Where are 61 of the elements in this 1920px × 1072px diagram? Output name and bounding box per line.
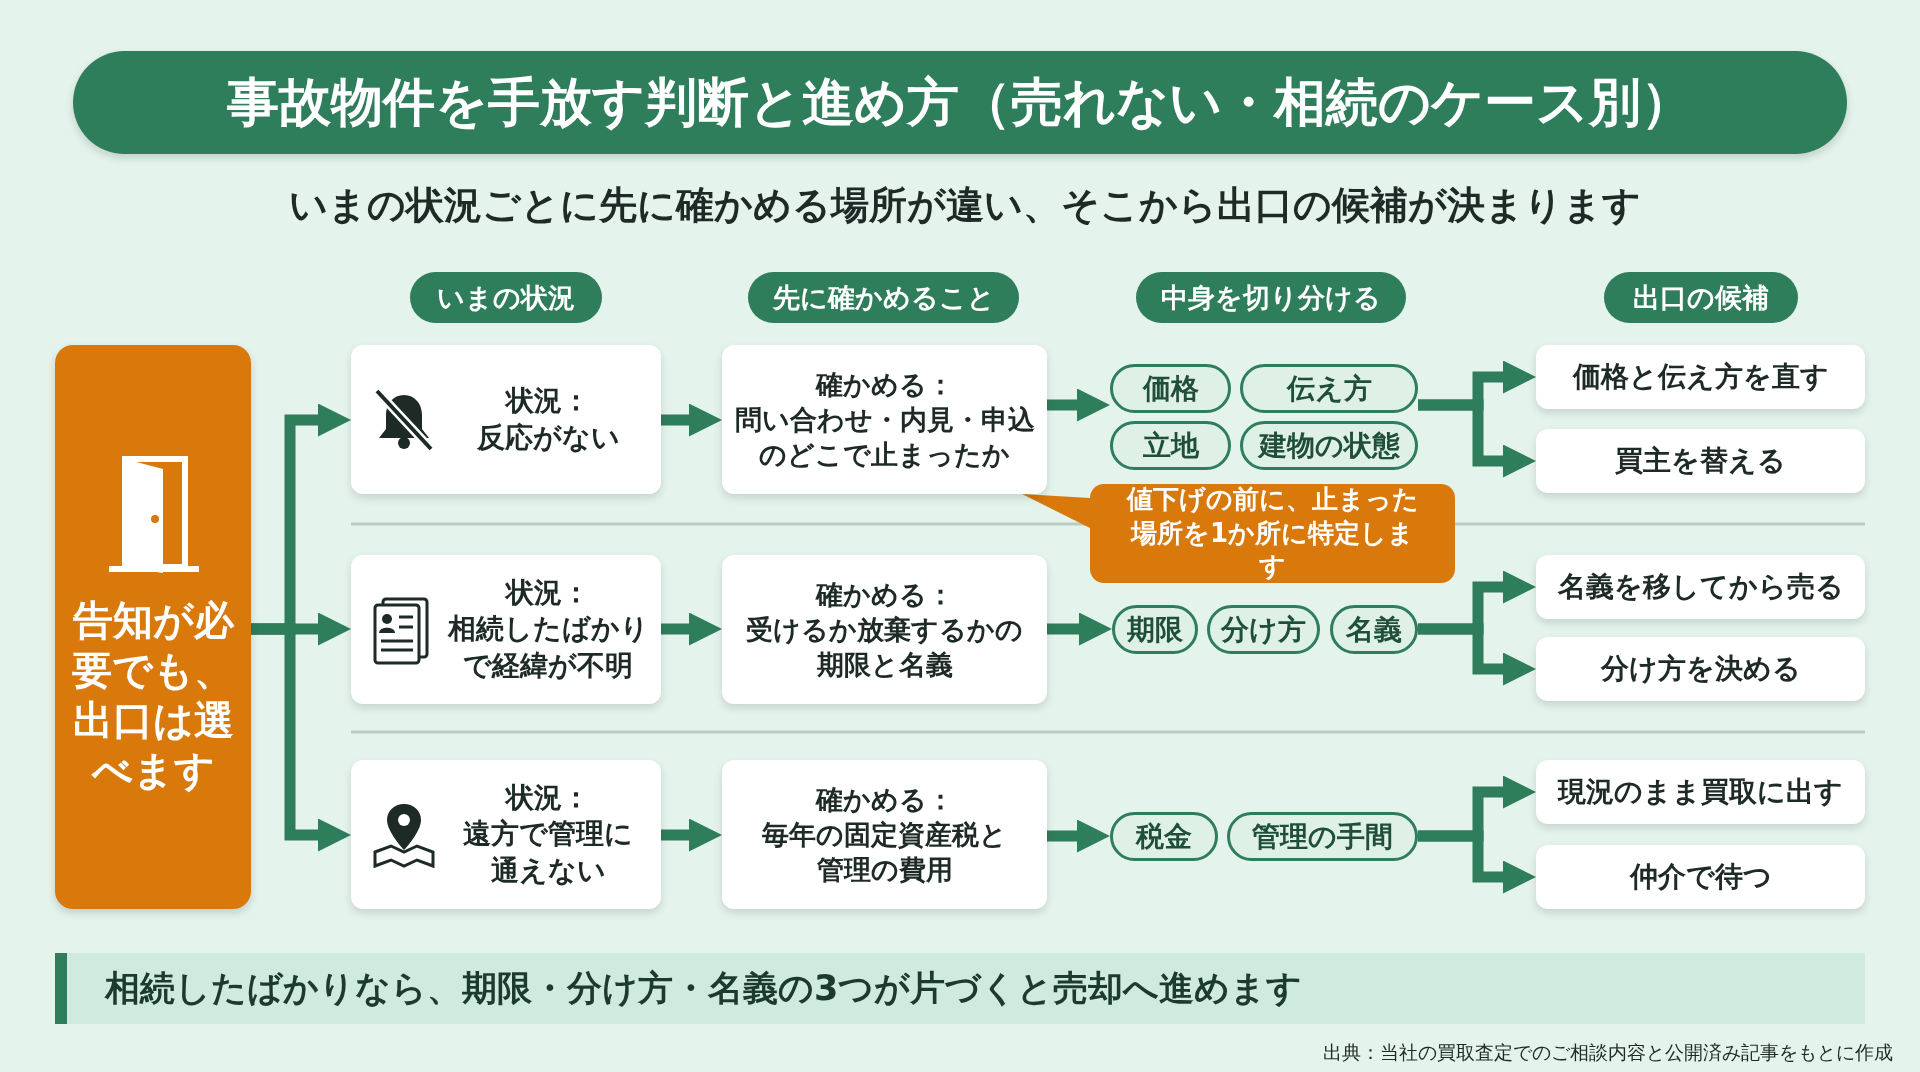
- exit-card: [1536, 760, 1865, 824]
- arrow: [661, 403, 722, 437]
- card-text: 仲介で待つ: [1629, 858, 1772, 895]
- arrow: [251, 623, 351, 852]
- exit-card: [1536, 637, 1865, 701]
- subtitle: いまの状況ごとに先に確かめる場所が違い、そこから出口の候補が決まります: [288, 182, 1642, 229]
- tag-pill: 建物の状態: [1240, 421, 1418, 470]
- situation-card: [351, 345, 661, 494]
- tag-pill: 立地: [1110, 421, 1231, 470]
- card-text: 問い合わせ・内見・申込のどこで止まったか: [734, 402, 1035, 473]
- card-text: 毎年の固定資産税と管理の費用: [761, 817, 1008, 888]
- card-heading: 確かめる：: [815, 577, 954, 612]
- card-heading: 状況：: [506, 779, 590, 816]
- card-heading: 状況：: [506, 574, 590, 611]
- card-text: 分け方を決める: [1600, 650, 1801, 687]
- check-card: [722, 555, 1047, 704]
- situation-card: [351, 555, 661, 704]
- check-card: [722, 760, 1047, 909]
- tag-pill: 伝え方: [1240, 364, 1418, 413]
- callout-bubble: 値下げの前に、止まった場所を1か所に特定します: [1090, 484, 1455, 583]
- card-text: 相続したばかりで経緯が不明: [446, 611, 650, 684]
- arrow: [1047, 819, 1110, 853]
- arrow: [1047, 388, 1110, 422]
- card-text: 反応がない: [476, 419, 620, 456]
- exit-card: [1536, 555, 1865, 619]
- arrow: [1418, 830, 1536, 894]
- check-card: [722, 345, 1047, 494]
- arrow: [1047, 612, 1112, 646]
- arrow: [661, 818, 722, 852]
- source-note: 出典：当社の買取査定でのご相談内容と公開済み記事をもとに作成: [1323, 1040, 1893, 1065]
- tag-pill: 価格: [1110, 364, 1231, 413]
- card-heading: 状況：: [506, 383, 590, 420]
- situation-card: [351, 760, 661, 909]
- card-text: 受けるか放棄するかの期限と名義: [745, 612, 1024, 683]
- tag-pill: 管理の手間: [1227, 812, 1418, 861]
- note-band: 相続したばかりなら、期限・分け方・名義の3つが片づくと売却へ進めます: [55, 953, 1865, 1024]
- exit-card: [1536, 345, 1865, 409]
- tag-pill: 期限: [1112, 605, 1198, 654]
- card-heading: 確かめる：: [815, 782, 954, 817]
- column-header: 中身を切り分ける: [1136, 272, 1406, 323]
- column-header: 出口の候補: [1604, 272, 1798, 323]
- card-text: 名義を移してから売る: [1557, 568, 1844, 605]
- card-heading: 確かめる：: [815, 367, 954, 402]
- tag-pill: 名義: [1330, 605, 1418, 654]
- card-text: 遠方で管理に通えない: [462, 816, 634, 889]
- card-text: 現況のまま買取に出す: [1558, 773, 1843, 810]
- panel-text: 告知が必要でも、出口は選べます: [71, 596, 235, 795]
- title-banner: 事故物件を手放す判断と進め方（売れない・相続のケース別）: [73, 51, 1847, 154]
- exit-card: [1536, 845, 1865, 909]
- exit-card: [1536, 429, 1865, 493]
- highlight-panel: [55, 345, 251, 909]
- tag-pill: 税金: [1110, 812, 1218, 861]
- callout-pointer: [1022, 494, 1090, 528]
- column-header: 先に確かめること: [748, 272, 1019, 323]
- arrow: [1418, 623, 1536, 686]
- arrow: [1418, 399, 1536, 478]
- card-text: 価格と伝え方を直す: [1572, 358, 1829, 395]
- tag-pill: 分け方: [1207, 605, 1320, 654]
- column-header: いまの状況: [410, 272, 602, 323]
- arrow: [661, 612, 722, 646]
- card-text: 買主を替える: [1615, 442, 1786, 479]
